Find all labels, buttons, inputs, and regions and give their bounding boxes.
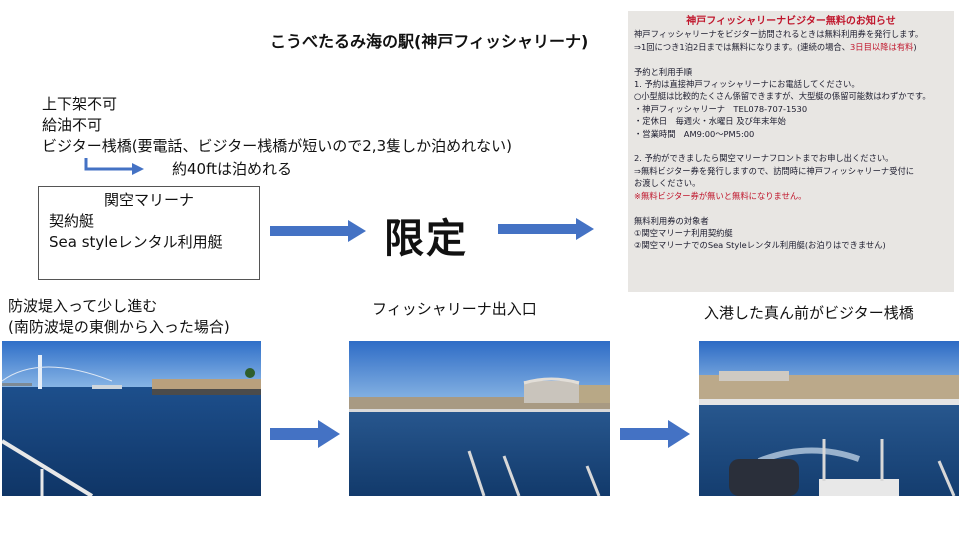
- notice-line: [628, 202, 954, 214]
- eligibility-box: 関空マリーナ 契約艇 Sea styleレンタル利用艇: [38, 186, 260, 280]
- notes-list: 上下架不可 給油不可 ビジター桟橋(要電話、ビジター桟橋が短いので2,3隻しか泊…: [42, 94, 512, 157]
- caption-photo1: 防波堤入って少し進む (南防波堤の東側から入った場合): [8, 296, 230, 338]
- notice-line: [628, 140, 954, 152]
- note-item: 上下架不可: [42, 95, 118, 113]
- notice-line: ・神戸フィッシャリーナ TEL078-707-1530: [634, 103, 808, 114]
- notice-line: ・定休日 毎週火・水曜日 及び年末年始: [634, 116, 786, 127]
- notice-line: 2. 予約ができましたら関空マリーナフロントまでお申し出ください。: [634, 153, 894, 164]
- notice-line: 無料利用券の対象者: [634, 215, 709, 226]
- notice-line: ②関空マリーナでのSea Styleレンタル利用艇(お泊りはできません): [634, 240, 886, 251]
- notice-highlight: 3日目以降は有料: [850, 41, 914, 52]
- box-line: 契約艇: [49, 212, 95, 230]
- notice-line: ○小型艇は比較的たくさん係留できますが、大型艇の係留可能数はわずかです。: [634, 91, 931, 102]
- notice-line: 予約と利用手順: [634, 66, 693, 77]
- caption-line: (南防波堤の東側から入った場合): [8, 318, 230, 336]
- bent-arrow-icon: [84, 158, 144, 175]
- note-item: ビジター桟橋(要電話、ビジター桟橋が短いので2,3隻しか泊めれない): [42, 137, 512, 155]
- arrow-right-icon: [498, 218, 594, 240]
- slide-title: こうべたるみ海の駅(神戸フィッシャリーナ): [270, 32, 589, 51]
- notice-line: ⇒1回につき1泊2日までは無料になります。(連続の場合、3日目以降は有料): [634, 41, 917, 52]
- caption-line: 防波堤入って少し進む: [8, 297, 158, 315]
- notice-line: お渡しください。: [634, 178, 701, 189]
- notice-line: [628, 53, 954, 65]
- notice-line: ①関空マリーナ利用契約艇: [634, 227, 733, 238]
- notice-line: ※無料ビジター券が無いと無料になりません。: [634, 190, 807, 201]
- photo-breakwater: [2, 341, 261, 496]
- caption-photo2: フィッシャリーナ出入口: [372, 300, 537, 318]
- photo-visitor-pier: [699, 341, 959, 496]
- arrow-right-icon: [270, 420, 340, 448]
- notice-photo: 神戸フィッシャリーナビジター無料のお知らせ 神戸フィッシャリーナをビジター訪問さ…: [628, 11, 954, 292]
- photo-entrance: [349, 341, 610, 496]
- notice-heading: 神戸フィッシャリーナビジター無料のお知らせ: [686, 16, 896, 27]
- note-item: 給油不可: [42, 116, 103, 134]
- box-line: Sea styleレンタル利用艇: [49, 233, 223, 251]
- notice-line: ・営業時間 AM9:00〜PM5:00: [634, 128, 755, 139]
- caption-photo3: 入港した真ん前がビジター桟橋: [704, 304, 914, 322]
- notice-line: 神戸フィッシャリーナをビジター訪問されるときは無料利用券を発行します。: [634, 29, 924, 40]
- notice-line: 1. 予約は直接神戸フィッシャリーナにお電話してください。: [634, 79, 860, 90]
- notice-line: ⇒無料ビジター券を発行しますので、訪問時に神戸フィッシャリーナ受付に: [634, 165, 915, 176]
- arrow-right-icon: [620, 420, 690, 448]
- box-title: 関空マリーナ: [103, 191, 194, 209]
- limited-label: 限定: [384, 216, 468, 262]
- capacity-note: 約40ftは泊めれる: [172, 160, 292, 178]
- arrow-right-icon: [270, 220, 366, 242]
